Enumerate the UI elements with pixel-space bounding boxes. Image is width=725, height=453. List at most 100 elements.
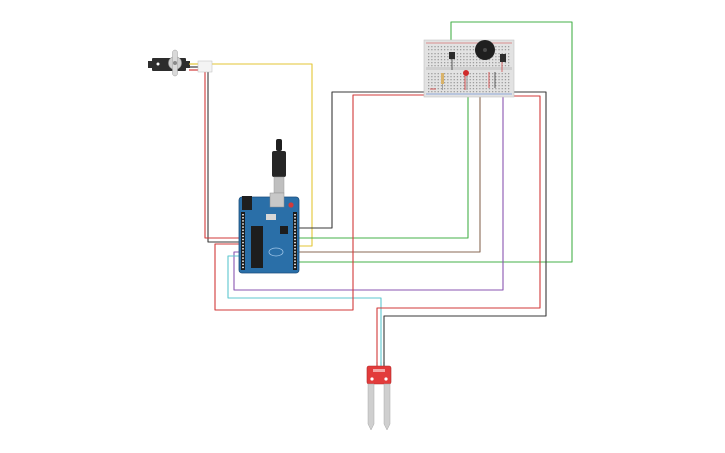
breadboard-hole [440, 53, 443, 55]
breadboard-hole [434, 49, 436, 51]
breadboard-hole [508, 73, 510, 75]
arduino-crystal [266, 214, 276, 220]
wire-servo-signal[interactable] [198, 63, 313, 247]
breadboard-hole [428, 91, 430, 93]
breadboard-hole [479, 88, 481, 90]
breadboard-hole [450, 46, 452, 48]
breadboard-hole [460, 49, 462, 51]
breadboard-hole [447, 56, 449, 58]
breadboard-hole [434, 79, 436, 81]
breadboard-hole [466, 53, 468, 55]
breadboard-hole [453, 88, 455, 90]
breadboard-hole [508, 56, 510, 58]
usb-cable[interactable] [272, 139, 286, 194]
servo[interactable] [148, 49, 213, 77]
breadboard-hole [501, 88, 503, 90]
breadboard-hole [456, 62, 459, 64]
breadboard-hole [492, 59, 494, 61]
breadboard-hole [508, 88, 510, 90]
breadboard-hole [479, 82, 481, 84]
breadboard-hole [434, 56, 436, 58]
breadboard-hole [460, 76, 462, 78]
breadboard-hole [447, 53, 449, 55]
wire-power-sensor[interactable] [376, 95, 541, 366]
breadboard-hole [501, 73, 503, 75]
arduino-pin [242, 254, 244, 256]
breadboard-hole [492, 56, 494, 58]
breadboard-hole [428, 88, 430, 90]
transistor-right[interactable] [500, 54, 506, 62]
arduino-pin [242, 220, 244, 222]
breadboard-hole [428, 46, 430, 48]
breadboard-hole [444, 65, 446, 67]
breadboard-hole [476, 91, 478, 93]
usb-cable-strain-relief [276, 139, 282, 151]
servo-hub [173, 61, 177, 65]
breadboard-hole [434, 91, 436, 93]
breadboard-hole [466, 46, 468, 48]
breadboard-hole [440, 49, 443, 51]
arduino-pin [294, 220, 296, 222]
arduino-power-jack[interactable] [242, 196, 252, 210]
breadboard-hole [479, 91, 481, 93]
breadboard-hole [463, 91, 465, 93]
wire-led-signal[interactable] [297, 80, 469, 239]
wire-transistor-signal[interactable] [297, 21, 573, 263]
breadboard-hole [447, 73, 449, 75]
breadboard-hole [479, 76, 481, 78]
breadboard-hole [508, 85, 510, 87]
servo-connector [197, 60, 213, 73]
breadboard-hole [469, 91, 471, 93]
breadboard-hole [456, 53, 459, 55]
arduino-uno[interactable] [238, 192, 300, 274]
wire-buzzer-signal[interactable] [297, 78, 481, 253]
arduino-pin [242, 235, 244, 238]
breadboard-hole [504, 53, 507, 55]
breadboard-hole [501, 91, 503, 93]
breadboard-hole [431, 85, 433, 87]
breadboard-hole [444, 73, 446, 75]
breadboard-hole [479, 73, 481, 75]
wire-purple[interactable] [233, 62, 504, 291]
breadboard-hole [447, 76, 449, 78]
breadboard-hole [482, 76, 484, 78]
arduino-usb-jack[interactable] [269, 192, 285, 208]
breadboard-hole [444, 91, 446, 93]
breadboard-hole [501, 53, 503, 55]
soil-moisture-sensor[interactable] [366, 362, 392, 431]
breadboard-hole [444, 59, 446, 61]
wire-ground-breadboard[interactable] [288, 91, 430, 229]
breadboard-hole [504, 91, 507, 93]
breadboard-hole [495, 65, 497, 67]
wire-sensor-signal[interactable] [227, 255, 382, 366]
arduino-pin [242, 241, 244, 244]
breadboard-hole [508, 65, 510, 67]
resistor[interactable] [441, 73, 444, 84]
breadboard-hole [463, 76, 465, 78]
breadboard-hole [498, 56, 500, 58]
breadboard-hole [469, 46, 471, 48]
arduino-pin [294, 232, 296, 234]
breadboard-hole [463, 88, 465, 90]
arduino-reset-button[interactable] [288, 202, 294, 208]
breadboard-hole [450, 65, 452, 67]
breadboard-hole [440, 56, 443, 58]
breadboard-hole [485, 73, 487, 75]
breadboard-hole [485, 76, 487, 78]
breadboard-hole [444, 46, 446, 48]
breadboard-hole [450, 62, 452, 64]
arduino-pin [242, 245, 244, 247]
breadboard-hole [482, 82, 484, 84]
breadboard-hole [472, 65, 475, 67]
breadboard[interactable] [423, 39, 515, 98]
led[interactable] [463, 70, 469, 76]
transistor[interactable] [449, 52, 455, 59]
breadboard-hole [463, 46, 465, 48]
arduino-pin [242, 217, 244, 219]
breadboard-hole [469, 88, 471, 90]
wire-power-breadboard[interactable] [214, 94, 430, 311]
wire-ground-sensor[interactable] [383, 91, 547, 366]
arduino-header-power [241, 212, 245, 270]
breadboard-hole [431, 73, 433, 75]
